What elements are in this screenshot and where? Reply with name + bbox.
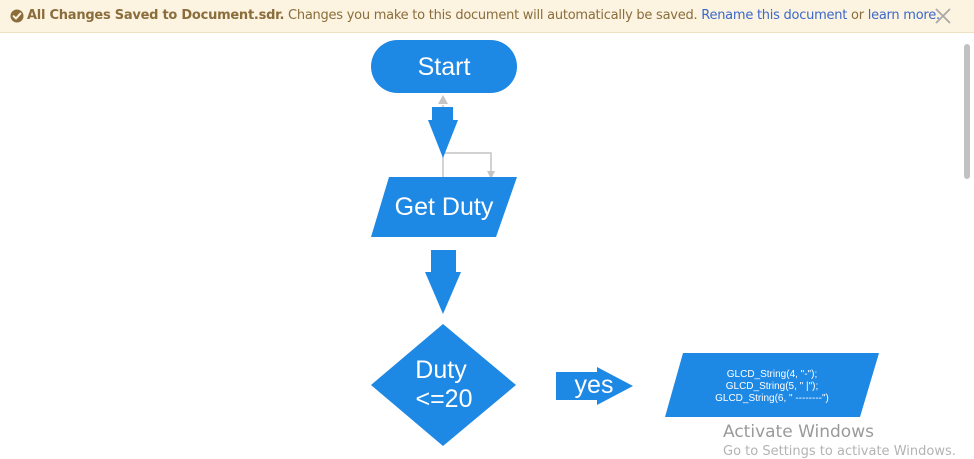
glcd-output-node[interactable]: GLCD_String(4, "-"); GLCD_String(5, " |"…	[665, 353, 879, 417]
get-duty-label: Get Duty	[395, 193, 494, 221]
autosave-banner: All Changes Saved to Document.sdr. Chang…	[0, 0, 974, 33]
decision-node[interactable]: Duty <=20	[371, 324, 516, 446]
connector-arrowhead-down	[487, 171, 495, 179]
rename-document-link[interactable]: Rename this document	[701, 8, 848, 23]
decision-label-line2: <=20	[415, 385, 472, 413]
start-label: Start	[418, 53, 471, 81]
output-line-1: GLCD_String(4, "-");	[727, 369, 817, 380]
output-line-2: GLCD_String(5, " |");	[726, 381, 819, 392]
get-duty-node[interactable]: Get Duty	[371, 177, 517, 237]
vertical-scrollbar[interactable]	[960, 34, 974, 455]
flowchart-canvas[interactable]: Start Get Duty Duty <=20 yes GLCD_String…	[0, 34, 960, 455]
connector-arrowhead-up	[438, 95, 448, 104]
check-circle-icon	[10, 9, 24, 23]
saved-title: All Changes Saved to Document.sdr.	[27, 8, 285, 23]
banner-message: All Changes Saved to Document.sdr. Chang…	[27, 0, 940, 32]
yes-arrow[interactable]: yes	[556, 367, 633, 405]
flow-arrow-1	[428, 107, 458, 158]
scrollbar-thumb[interactable]	[964, 44, 970, 179]
banner-text: Changes you make to this document will a…	[284, 8, 702, 23]
yes-label: yes	[575, 371, 614, 399]
decision-label-line1: Duty	[415, 356, 467, 384]
close-icon[interactable]	[934, 7, 952, 25]
or-text: or	[847, 8, 868, 23]
start-node[interactable]: Start	[371, 40, 517, 93]
output-line-3: GLCD_String(6, " --------")	[715, 393, 829, 404]
flow-arrow-2	[425, 250, 461, 314]
learn-more-link[interactable]: learn more.	[867, 8, 940, 23]
